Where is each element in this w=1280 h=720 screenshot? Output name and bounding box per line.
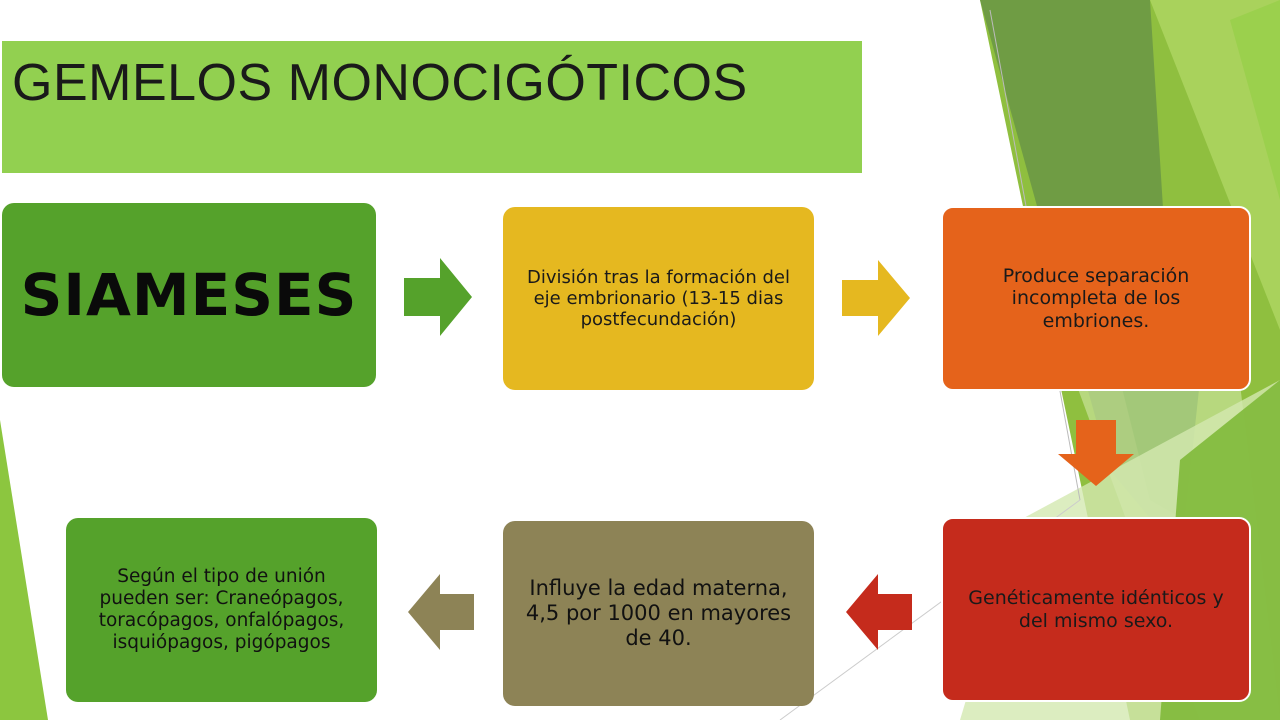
- arrow-left-icon: [408, 574, 474, 650]
- step-separacion: Produce separación incompleta de los emb…: [941, 206, 1251, 391]
- step-geneticamente-label: Genéticamente idénticos y del mismo sexo…: [968, 587, 1224, 632]
- step-siameses: SIAMESES: [2, 203, 376, 387]
- step-tipos: Según el tipo de unión pueden ser: Crane…: [66, 518, 377, 702]
- step-edad-label: Influye la edad materna, 4,5 por 1000 en…: [525, 576, 792, 650]
- title-banner: GEMELOS MONOCIGÓTICOS: [2, 41, 862, 173]
- step-edad: Influye la edad materna, 4,5 por 1000 en…: [503, 521, 814, 706]
- step-division: División tras la formación del eje embri…: [503, 207, 814, 390]
- step-geneticamente: Genéticamente idénticos y del mismo sexo…: [941, 517, 1251, 702]
- step-tipos-label: Según el tipo de unión pueden ser: Crane…: [98, 566, 345, 653]
- arrow-right-icon: [842, 260, 910, 336]
- arrow-left-icon: [846, 574, 912, 650]
- arrow-down-icon: [1058, 420, 1134, 486]
- step-division-label: División tras la formación del eje embri…: [527, 266, 790, 331]
- page-title: GEMELOS MONOCIGÓTICOS: [12, 54, 748, 112]
- arrow-right-icon: [404, 258, 472, 336]
- step-separacion-label: Produce separación incompleta de los emb…: [1002, 264, 1190, 332]
- step-siameses-label: SIAMESES: [20, 260, 358, 329]
